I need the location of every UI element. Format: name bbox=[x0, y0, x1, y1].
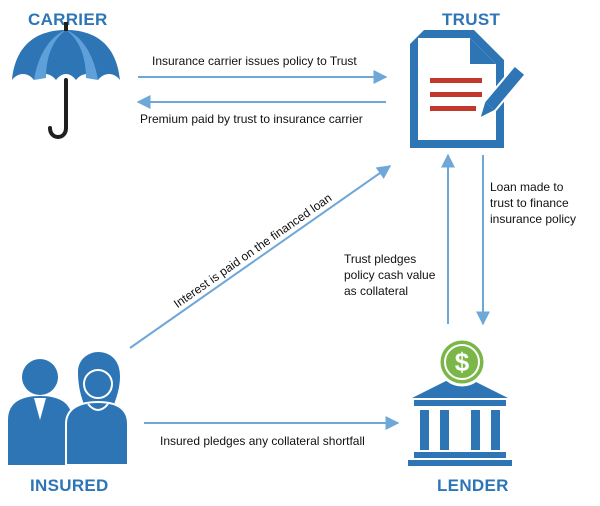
label-carrier-to-trust: Insurance carrier issues policy to Trust bbox=[152, 54, 357, 68]
label-trust-to-carrier: Premium paid by trust to insurance carri… bbox=[140, 112, 363, 126]
label-lender-to-trust: Loan made to trust to finance insurance … bbox=[490, 179, 576, 227]
label-line: as collateral bbox=[344, 284, 409, 298]
insured-title: INSURED bbox=[30, 476, 109, 495]
label-line: Trust pledges bbox=[344, 252, 417, 266]
label-insured-to-lender: Insured pledges any collateral shortfall bbox=[160, 434, 365, 448]
dollar-badge-icon: $ bbox=[437, 337, 487, 387]
label-line: policy cash value bbox=[344, 268, 436, 282]
lender-title: LENDER bbox=[437, 476, 509, 495]
carrier-title: CARRIER bbox=[28, 10, 108, 29]
label-line: Loan made to bbox=[490, 180, 564, 194]
people-icon bbox=[8, 352, 129, 466]
label-line: insurance policy bbox=[490, 212, 577, 226]
bank-icon bbox=[408, 374, 512, 466]
document-pencil-icon bbox=[410, 30, 527, 148]
label-interest-paid: Interest is paid on the financed loan bbox=[171, 191, 334, 311]
label-trust-to-lender: Trust pledges policy cash value as colla… bbox=[344, 251, 435, 299]
umbrella-icon bbox=[12, 22, 120, 139]
label-line: trust to finance bbox=[490, 196, 569, 210]
arrow-insured-to-trust bbox=[129, 165, 392, 349]
dollar-sign: $ bbox=[455, 347, 470, 377]
trust-title: TRUST bbox=[442, 10, 501, 29]
